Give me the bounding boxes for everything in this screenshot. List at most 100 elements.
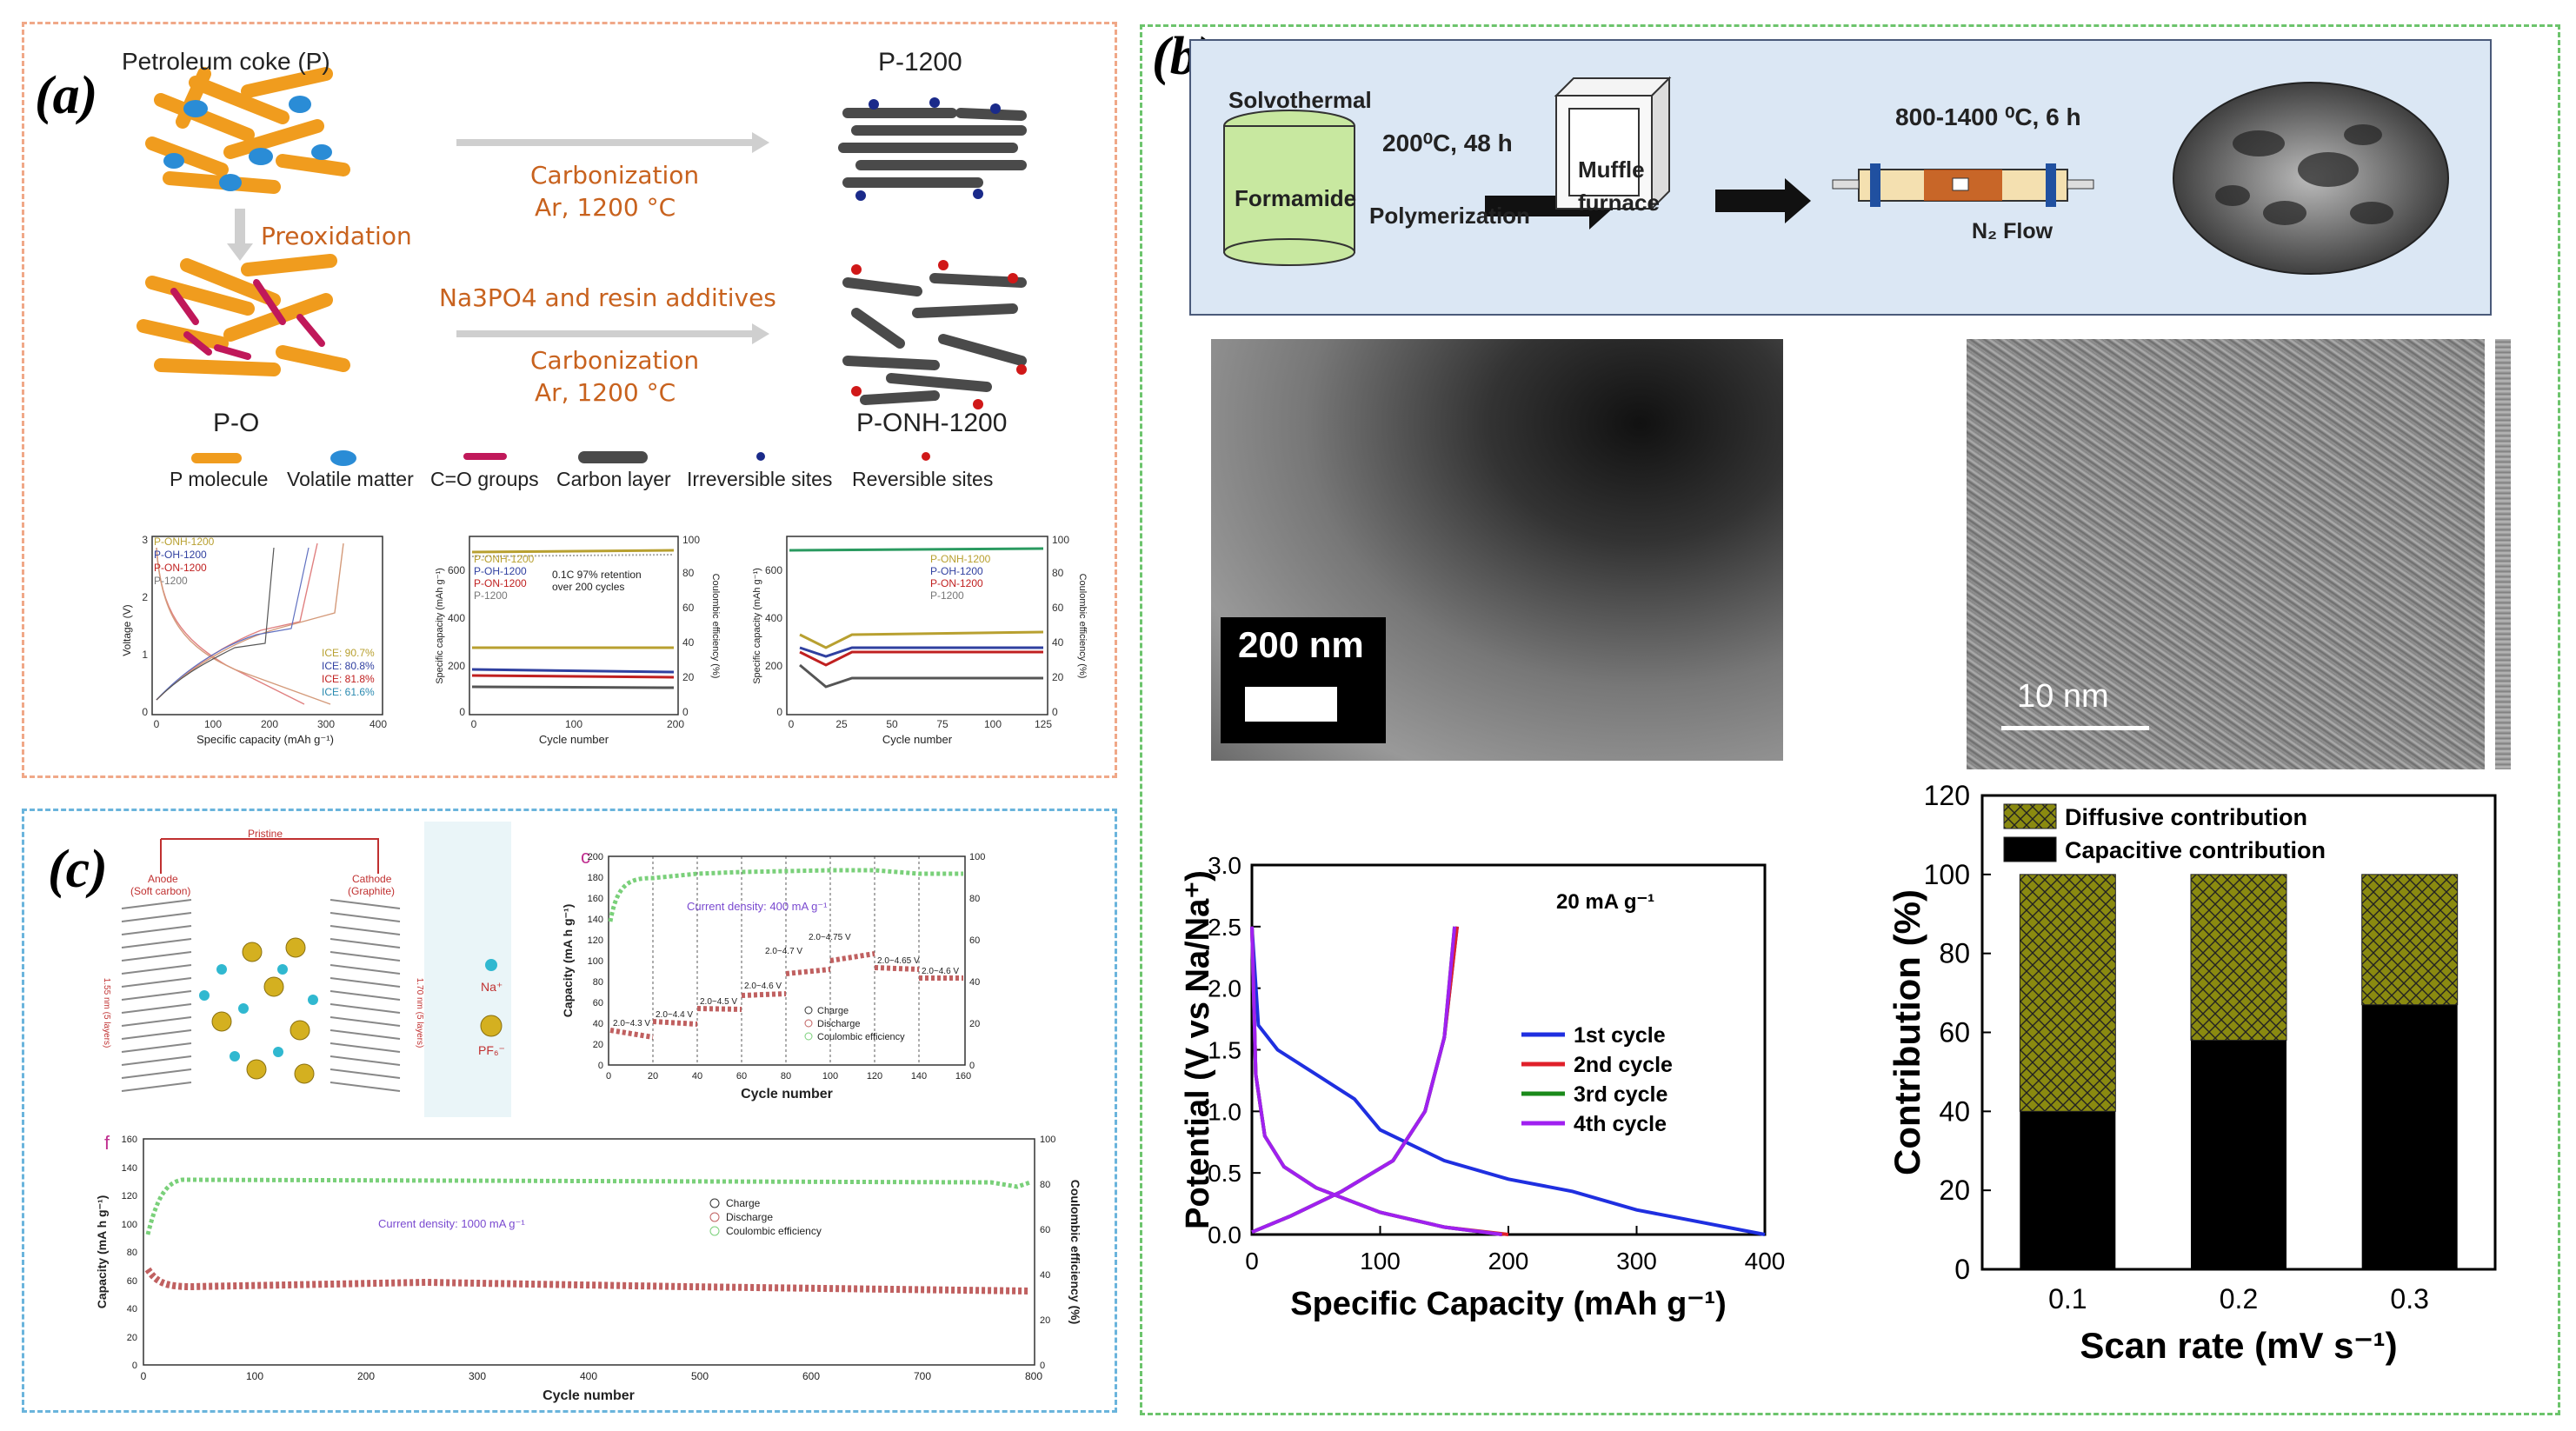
svg-text:180: 180	[588, 873, 603, 883]
carbonization-1: Carbonization	[530, 161, 700, 190]
svg-text:140: 140	[122, 1163, 137, 1174]
svg-text:100: 100	[246, 1370, 263, 1382]
pristine-label: Pristine	[248, 828, 283, 840]
svg-text:2.0~4.75 V: 2.0~4.75 V	[809, 933, 851, 942]
cv-chart-title: 20 mA g⁻¹	[1556, 890, 1654, 914]
a1-leg-3: P-ON-1200	[154, 562, 207, 574]
upper-xlabel: Cycle number	[741, 1087, 833, 1102]
svg-text:0: 0	[132, 1361, 137, 1371]
legend-volatile: Volatile matter	[287, 468, 414, 490]
svg-text:400: 400	[580, 1370, 597, 1382]
carbonization-2: Carbonization	[530, 346, 700, 375]
svg-text:20: 20	[127, 1333, 137, 1343]
hrtem-strip	[2495, 339, 2511, 769]
legend-reversible: Reversible sites	[852, 468, 994, 490]
cv-legend-label-4: 4th cycle	[1574, 1112, 1667, 1136]
po-cluster	[136, 254, 350, 376]
svg-text:125: 125	[1035, 718, 1052, 730]
svg-text:2.0~4.5 V: 2.0~4.5 V	[700, 997, 737, 1007]
panel-c-upper-chart: c Current density: 400 mA g⁻¹ 2.0~4.3 V2…	[561, 846, 985, 1102]
na-label: Na⁺	[481, 980, 503, 994]
svg-text:60: 60	[1040, 1225, 1050, 1235]
svg-text:100: 100	[122, 1220, 137, 1230]
cell-side-strip	[424, 822, 511, 1117]
a2-annot: 0.1C 97% retention	[552, 569, 642, 581]
svg-text:800: 800	[1025, 1370, 1042, 1382]
svg-text:Charge: Charge	[726, 1197, 761, 1209]
a1-leg-1: P-ONH-1200	[154, 536, 215, 548]
cv-series-1-discharge	[1250, 926, 1766, 1236]
cv-ytick-label: 1.0	[1208, 1098, 1241, 1125]
svg-text:P-ON-1200: P-ON-1200	[930, 577, 983, 589]
svg-text:200: 200	[765, 660, 782, 672]
scalebar-box-200nm	[1221, 617, 1386, 743]
cv-legend-label-1: 1st cycle	[1574, 1023, 1666, 1048]
muffle-label: Muffle	[1578, 156, 1645, 183]
svg-text:Charge: Charge	[817, 1006, 849, 1016]
a3-xlabel: Cycle number	[882, 733, 953, 746]
svg-text:0: 0	[471, 718, 477, 730]
svg-text:P-ONH-1200: P-ONH-1200	[930, 553, 991, 565]
svg-text:P-1200: P-1200	[930, 589, 964, 602]
bar-ytick-label: 20	[1939, 1175, 1970, 1206]
svg-text:120: 120	[867, 1071, 882, 1082]
a2-ylabel: Specific capacity (mAh g⁻¹)	[435, 568, 445, 684]
scalebar-200nm	[1245, 687, 1337, 722]
lower-ylabel: Capacity (mA h g⁻¹)	[95, 1195, 109, 1309]
chart-a1: P-ONH-1200 P-OH-1200 P-ON-1200 P-1200 IC…	[121, 534, 387, 746]
legend-irreversible: Irreversible sites	[687, 468, 833, 490]
svg-text:100: 100	[588, 956, 603, 967]
svg-text:400: 400	[448, 612, 465, 624]
svg-text:P-1200: P-1200	[474, 589, 508, 602]
svg-text:20: 20	[1040, 1315, 1050, 1326]
a2-annot2: over 200 cycles	[552, 581, 624, 593]
upper-current: Current density: 400 mA g⁻¹	[687, 900, 828, 913]
lower-y2label: Coulombic efficiency (%)	[1068, 1180, 1082, 1324]
svg-text:80: 80	[969, 894, 980, 904]
svg-text:75: 75	[936, 718, 949, 730]
svg-text:100: 100	[984, 718, 1002, 730]
bar-capacitive-0.1	[2020, 1111, 2116, 1269]
svg-text:2: 2	[142, 591, 148, 603]
svg-text:20: 20	[1052, 671, 1064, 683]
bar-ylabel: Contribution (%)	[1887, 889, 1927, 1175]
cv-xtick-label: 100	[1360, 1248, 1401, 1275]
a2-y2label: Coulombic efficiency (%)	[710, 574, 721, 679]
chart-a2: P-ONH-1200 P-OH-1200 P-ON-1200 P-1200 0.…	[435, 534, 721, 746]
svg-text:160: 160	[588, 894, 603, 904]
lower-xlabel: Cycle number	[542, 1388, 635, 1403]
bar-ytick-label: 40	[1939, 1095, 1970, 1127]
svg-text:0: 0	[598, 1061, 603, 1071]
svg-text:P-ON-1200: P-ON-1200	[474, 577, 527, 589]
panel-c-lower-chart: f Current density: 1000 mA g⁻¹ Charge Di…	[95, 1132, 1082, 1403]
ar-temp-2: Ar, 1200 °C	[535, 378, 676, 407]
svg-text:100: 100	[682, 534, 700, 546]
svg-text:80: 80	[781, 1071, 791, 1082]
legend-p-molecule: P molecule	[170, 468, 269, 490]
svg-text:140: 140	[911, 1071, 927, 1082]
svg-text:40: 40	[1040, 1270, 1050, 1281]
svg-text:25: 25	[835, 718, 848, 730]
panel-a-charts: P-ONH-1200 P-OH-1200 P-ON-1200 P-1200 IC…	[121, 534, 1087, 746]
svg-text:40: 40	[682, 636, 695, 649]
cv-series-4-charge	[1251, 926, 1457, 1235]
scalebar-10nm	[2001, 726, 2149, 730]
svg-text:2.0~4.7 V: 2.0~4.7 V	[765, 947, 802, 956]
ar-temp-1: Ar, 1200 °C	[535, 193, 676, 222]
bar-xtick-label: 0.2	[2220, 1283, 2258, 1315]
svg-text:0: 0	[1052, 706, 1058, 718]
svg-text:0: 0	[682, 706, 689, 718]
bar-diffusive-0.3	[2361, 874, 2459, 1006]
synthesis-scheme-art	[1223, 76, 2449, 275]
bar-legend-swatch-1	[2003, 803, 2057, 829]
dual-ion-cell-schematic: Pristine Anode (Soft carbon) Cathode (Gr…	[102, 828, 505, 1092]
svg-text:400: 400	[369, 718, 387, 730]
cv-xtick-label: 400	[1745, 1248, 1786, 1275]
cv-ylabel: Potential (V vs Na/Na⁺)	[1182, 870, 1216, 1229]
svg-text:300: 300	[469, 1370, 486, 1382]
svg-text:Coulombic efficiency: Coulombic efficiency	[726, 1225, 822, 1237]
bar-diffusive-0.2	[2190, 874, 2287, 1042]
scalebar-200nm-label: 200 nm	[1238, 624, 1364, 665]
bar-ytick-label: 80	[1939, 938, 1970, 969]
cv-xtick-label: 300	[1616, 1248, 1657, 1275]
